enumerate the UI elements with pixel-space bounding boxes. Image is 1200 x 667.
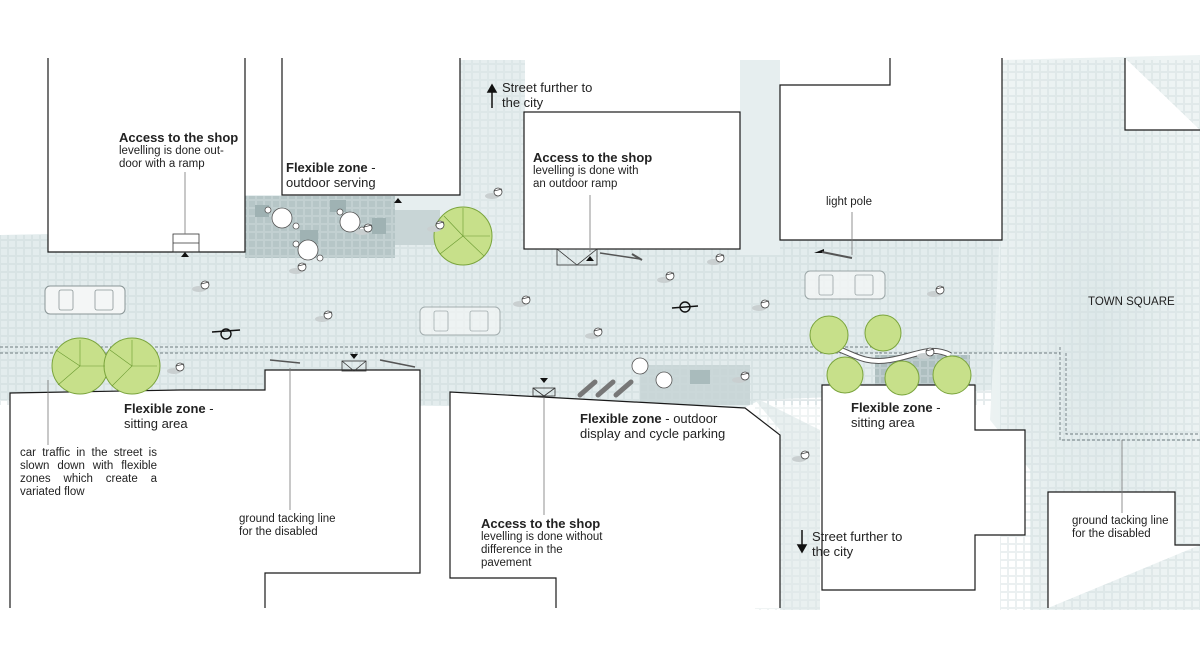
building-top-3: [523, 111, 741, 250]
entrance-markers: [181, 198, 824, 383]
flexible-zone-display-paving: [640, 365, 750, 405]
cycle-parking: [577, 379, 634, 398]
label-access-shop-2-line2: an outdoor ramp: [533, 178, 618, 190]
leader-lines: [47, 172, 1123, 515]
label-street-down-line1: Street further to: [812, 529, 903, 544]
label-flex-display-line2: display and cycle parking: [580, 426, 726, 441]
label-access-shop-3-title: Access to the shop: [481, 516, 601, 531]
buildings: [9, 58, 1200, 608]
label-access-shop-2-title: Access to the shop: [533, 150, 653, 165]
building-bottom-right: [1047, 491, 1200, 608]
label-access-shop-3-line3: pavement: [481, 557, 532, 569]
label-street-up: Street further to the city: [502, 80, 592, 110]
label-flexible-zone-sitting-left: Flexible zone - sitting area: [124, 401, 214, 431]
benches: [269, 252, 641, 368]
label-flex-display-title: Flexible zone: [580, 411, 662, 426]
building-bottom-left: [9, 369, 421, 608]
label-tactile-right-line2: for the disabled: [1072, 528, 1151, 540]
tree-branches: [55, 208, 490, 387]
label-flex-serving-suffix: -: [367, 160, 376, 175]
label-flex-serving-title: Flexible zone: [286, 160, 368, 175]
direction-arrows: [486, 83, 808, 554]
label-flex-serving-line2: outdoor serving: [286, 175, 376, 190]
trees: [51, 206, 972, 396]
label-access-shop-3-line2: difference in the: [481, 544, 563, 556]
label-flexible-zone-display: Flexible zone - outdoor display and cycl…: [580, 411, 725, 441]
label-tactile-left-line2: for the disabled: [239, 526, 318, 538]
label-tactile-right-line1: ground tacking line: [1072, 515, 1169, 527]
label-street-up-line1: Street further to: [502, 80, 593, 95]
label-tactile-line-left: ground tacking line for the disabled: [239, 513, 336, 539]
label-light-pole: light pole: [826, 196, 873, 208]
label-access-shop-3-line1: levelling is done without: [481, 531, 603, 543]
building-bottom-3: [821, 384, 1026, 591]
label-access-shop-1-line1: levelling is done out-: [119, 145, 224, 157]
label-flex-sit-left-line2: sitting area: [124, 416, 188, 431]
building-top-right: [1124, 58, 1200, 131]
building-top-2: [281, 58, 461, 196]
label-flex-sit-right-suffix: -: [932, 400, 941, 415]
label-flexible-zone-outdoor-serving: Flexible zone - outdoor serving: [286, 160, 376, 190]
label-access-shop-1-title: Access to the shop: [119, 130, 239, 145]
building-bottom-2: [449, 391, 781, 608]
label-flex-sit-left-suffix: -: [205, 401, 214, 416]
label-street-down-line2: the city: [812, 544, 854, 559]
label-town-square: TOWN SQUARE: [1088, 296, 1175, 308]
label-street-up-line2: the city: [502, 95, 544, 110]
label-flex-sit-right-line2: sitting area: [851, 415, 915, 430]
label-access-shop-1-line2: door with a ramp: [119, 158, 205, 170]
label-flex-display-suffix: - outdoor: [661, 411, 718, 426]
label-access-shop-2-line1: levelling is done with: [533, 165, 639, 177]
label-flexible-zone-sitting-right: Flexible zone - sitting area: [851, 400, 941, 430]
label-access-shop-2: Access to the shop levelling is done wit…: [533, 150, 652, 191]
cyclists: [211, 301, 699, 340]
building-top-4: [779, 58, 1003, 241]
ramps: [172, 233, 598, 397]
label-flex-sit-right-title: Flexible zone: [851, 400, 933, 415]
label-flex-sit-left-title: Flexible zone: [124, 401, 206, 416]
cafe-tables: [264, 206, 673, 389]
label-access-shop-1: Access to the shop levelling is done out…: [119, 130, 238, 171]
label-tactile-left-line1: ground tacking line: [239, 513, 336, 525]
light-poles: [631, 251, 853, 261]
label-tactile-line-right: ground tacking line for the disabled: [1072, 515, 1169, 541]
label-car-traffic: car traffic in the street is slown down …: [20, 447, 157, 498]
label-access-shop-3: Access to the shop levelling is done wit…: [481, 516, 602, 570]
building-top-left: [47, 58, 246, 253]
label-street-down: Street further to the city: [812, 529, 902, 559]
